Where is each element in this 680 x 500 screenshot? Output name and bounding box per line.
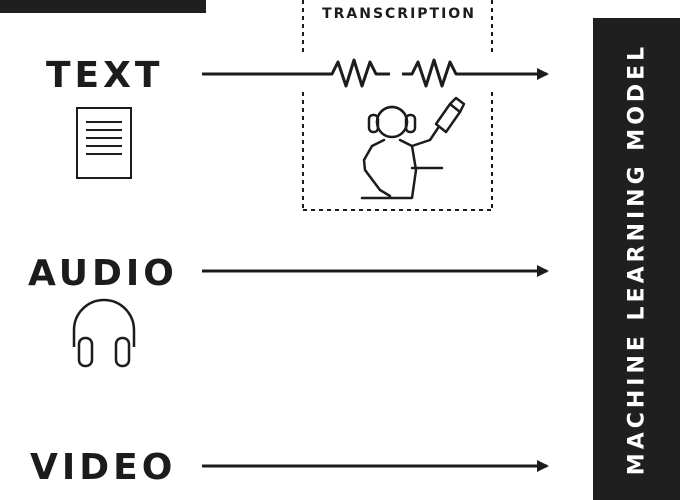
headphones-icon	[72, 298, 136, 368]
model-label: MACHINE LEARNING MODEL	[624, 42, 649, 476]
input-label-audio: AUDIO	[28, 253, 178, 294]
transcription-label: TRANSCRIPTION	[322, 6, 476, 22]
transcriber-person-icon	[360, 96, 466, 200]
text-arrow	[202, 58, 547, 88]
input-label-video: VIDEO	[30, 447, 177, 488]
transcription-box	[302, 0, 493, 211]
input-label-text: TEXT	[46, 55, 164, 96]
model-bar: MACHINE LEARNING MODEL	[593, 18, 680, 500]
document-icon	[76, 107, 132, 179]
corner-block	[0, 0, 206, 13]
